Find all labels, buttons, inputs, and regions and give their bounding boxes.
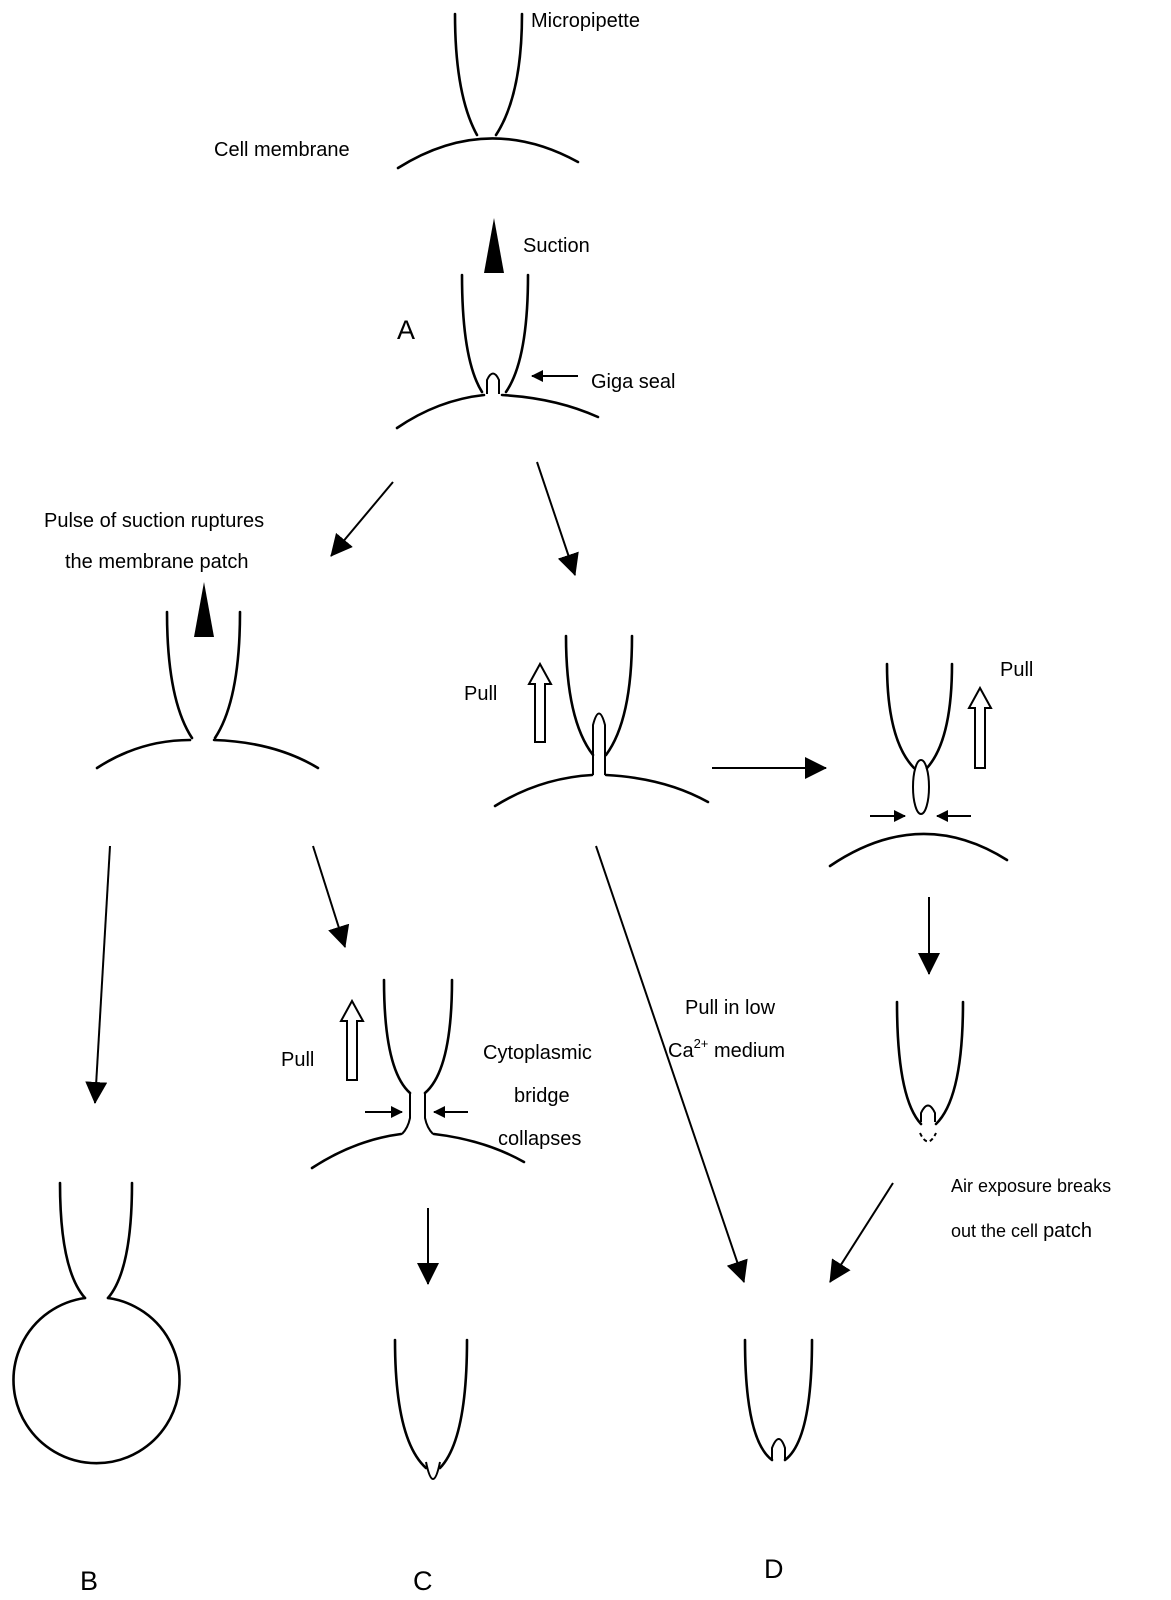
pipette-d-left (743, 1338, 774, 1462)
membrane-bleb-a (486, 372, 500, 394)
pull-low-ca-superscript: 2+ (694, 1036, 709, 1051)
collapses-label: collapses (498, 1128, 581, 1150)
pull-low-ca-medium: medium (708, 1040, 785, 1062)
pipette-v-right (925, 662, 954, 770)
stage-approach (396, 12, 580, 170)
micropipette-wall-right (494, 12, 524, 137)
stage-vesicle (828, 662, 1009, 868)
suction-pulse-arrow-icon (194, 582, 214, 637)
suction-label: Suction (523, 235, 590, 257)
membrane-p-right (604, 773, 710, 804)
suction-arrow-icon (484, 218, 504, 273)
vesicle-e-top (920, 1104, 936, 1122)
membrane-p-left (493, 773, 594, 808)
pipette-e-right (934, 1000, 965, 1126)
air-exposure-label-line2: out the cell patch (951, 1220, 1092, 1242)
flow-arrow-air-to-d (829, 1182, 894, 1283)
bridge-label: bridge (514, 1085, 570, 1107)
bridge-left (401, 1093, 411, 1135)
panel-label-b: B (80, 1566, 98, 1596)
pipette-b-left (58, 1181, 87, 1300)
flow-arrow-ruptured-to-bridge (312, 845, 350, 948)
pull-label-center: Pull (464, 683, 497, 705)
pull-low-ca-label-line1: Pull in low (685, 997, 776, 1019)
membrane-c1-left (310, 1132, 403, 1170)
membrane-c1-right (432, 1132, 526, 1164)
vesicle-v (912, 759, 930, 815)
air-exposure-label-line2b: patch (1043, 1220, 1092, 1242)
pull-arrow-center-icon (527, 661, 553, 743)
cell-membrane-label: Cell membrane (214, 139, 350, 161)
air-exposure-label-line2a: out the cell (951, 1221, 1043, 1241)
stage-d-inside-out (743, 1338, 814, 1462)
pipette-c-left (393, 1338, 428, 1470)
stage-vesicle-in-pipette (895, 1000, 965, 1143)
pull-label-bridge: Pull (281, 1049, 314, 1071)
stage-b-whole-cell (12, 1181, 181, 1465)
whole-cell-circle (12, 1296, 181, 1465)
pipette-a-left (460, 273, 484, 394)
pulse-label-line1: Pulse of suction ruptures (44, 510, 264, 532)
pull-low-ca-ca: Ca (668, 1040, 694, 1062)
pull-low-ca-label-line2: Ca2+ medium (668, 1036, 785, 1062)
flow-arrow-ruptured-to-b (85, 845, 111, 1104)
giga-seal-label: Giga seal (591, 371, 676, 393)
pull-label-right: Pull (1000, 659, 1033, 681)
pipette-p-left (564, 634, 595, 757)
pipette-a-right (504, 273, 530, 394)
air-exposure-label-line1: Air exposure breaks (951, 1176, 1111, 1196)
pipette-e-left (895, 1000, 923, 1126)
pipette-p-right (604, 634, 634, 757)
pipette-r-left (165, 610, 194, 740)
pipette-c1-left (382, 978, 412, 1095)
membrane-r-right (212, 738, 320, 770)
cell-membrane-arc (396, 137, 580, 170)
membrane-bleb-p (592, 712, 606, 775)
panel-label-d: D (764, 1554, 784, 1584)
bridge-right (424, 1093, 434, 1135)
vesicle-e-bottom-dashed (919, 1132, 937, 1143)
stage-c-outside-out (393, 1338, 469, 1480)
pulse-label-line2: the membrane patch (65, 551, 248, 573)
flow-arrow-a-to-pulled (536, 461, 579, 576)
panel-label-c: C (413, 1566, 433, 1596)
cytoplasmic-label: Cytoplasmic (483, 1042, 592, 1064)
membrane-a-left (395, 393, 486, 430)
stage-a-giga-seal (395, 273, 600, 430)
patch-d (771, 1438, 786, 1460)
pipette-c1-right (423, 978, 454, 1095)
patch-c (425, 1461, 441, 1480)
pipette-d-right (783, 1338, 814, 1462)
stage-bridge (310, 978, 526, 1170)
micropipette-wall-left (453, 12, 479, 137)
stage-pulled-patch (493, 634, 710, 808)
flow-arrow-pulled-to-d (595, 845, 748, 1283)
pipette-b-right (106, 1181, 134, 1300)
pipette-c-right (438, 1338, 469, 1470)
pull-arrow-bridge-icon (339, 998, 365, 1081)
micropipette-label: Micropipette (531, 10, 640, 32)
panel-label-a: A (397, 315, 415, 345)
membrane-r-left (95, 738, 192, 770)
pipette-v-left (885, 662, 916, 770)
flow-arrow-a-to-ruptured (330, 481, 394, 557)
stage-ruptured-patch (95, 610, 320, 770)
pull-arrow-right-icon (967, 685, 993, 769)
membrane-a-right (500, 393, 600, 419)
pipette-r-right (213, 610, 242, 740)
membrane-v (828, 832, 1009, 868)
